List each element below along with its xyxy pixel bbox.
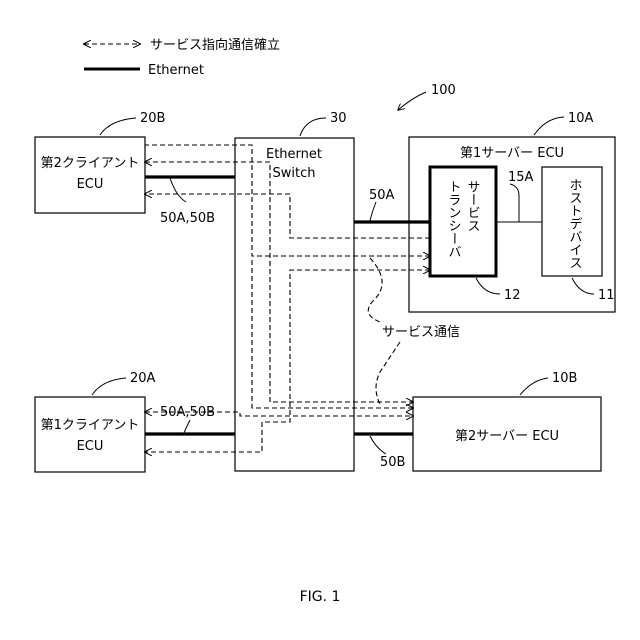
legend: サービス指向通信確立 Ethernet (84, 37, 280, 78)
host-ref: 11 (598, 288, 615, 303)
client-a-label-line2: ECU (77, 439, 104, 454)
client-b-box (35, 137, 145, 213)
server-a-ref: 10A (568, 111, 594, 126)
internal-link-label: 15A (508, 170, 534, 185)
server-b-link-leader (370, 436, 386, 454)
switch-box (235, 138, 354, 471)
client-a-box (35, 397, 145, 472)
client-b-label-line2: ECU (77, 177, 104, 192)
transceiver-ref: 12 (504, 288, 521, 303)
client-ecu-a: 第1クライアント ECU 20A (35, 371, 156, 472)
server-ecu-a: 第1サーバー ECU 10A サービス トランシーバ 12 ホストデバイス 11… (409, 111, 615, 312)
client-b-ref: 20B (140, 111, 165, 126)
server-a-link-leader (370, 202, 376, 221)
service-transceiver-label-col1: サービス (465, 180, 480, 232)
client-a-label-line1: 第1クライアント (41, 418, 140, 433)
system-ref: 100 (398, 83, 456, 110)
switch-label-line1: Ethernet (266, 147, 322, 162)
system-ref-label: 100 (431, 83, 456, 98)
server-b-label: 第2サーバー ECU (455, 429, 559, 444)
service-comm-leader-top (368, 258, 382, 322)
server-b-ref-leader (520, 378, 548, 395)
switch-ref: 30 (330, 111, 347, 126)
service-transceiver-box (430, 167, 496, 276)
server-ecu-b: 第2サーバー ECU 10B (413, 371, 601, 471)
ethernet-switch: Ethernet Switch 30 (235, 111, 354, 471)
client-b-link-label: 50A,50B (160, 211, 215, 226)
server-a-link-label: 50A (369, 188, 395, 203)
client-a-ref: 20A (130, 371, 156, 386)
switch-label-line2: Switch (273, 166, 316, 181)
server-a-label: 第1サーバー ECU (460, 146, 564, 161)
service-comm-label: サービス通信 (382, 325, 460, 340)
server-b-ref: 10B (552, 371, 577, 386)
client-a-ref-leader (92, 378, 126, 395)
server-b-link-label: 50B (380, 455, 405, 470)
client-b-link-leader (170, 178, 186, 202)
legend-solid-label: Ethernet (148, 63, 204, 78)
service-transceiver-label-col2: トランシーバ (446, 180, 462, 258)
client-b-label-line1: 第2クライアント (41, 156, 140, 171)
client-b-ref-leader (100, 118, 136, 135)
server-a-ref-leader (534, 117, 564, 135)
legend-dashed-label: サービス指向通信確立 (150, 37, 280, 53)
figure-caption: FIG. 1 (300, 589, 341, 605)
switch-ref-leader (300, 118, 326, 136)
system-ref-arrow (398, 92, 426, 110)
host-device-label: ホストデバイス (567, 178, 583, 269)
service-comm-leader-bottom (376, 342, 400, 404)
client-a-link-leader (184, 420, 190, 433)
